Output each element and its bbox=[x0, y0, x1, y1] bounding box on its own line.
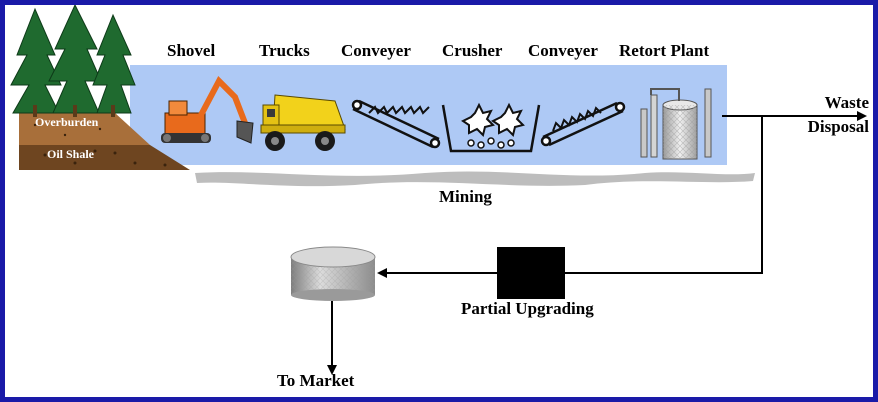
soil-texture bbox=[33, 123, 167, 167]
conveyer-1-icon bbox=[351, 99, 441, 149]
label-oil-shale: Oil Shale bbox=[47, 147, 95, 161]
diagram-graphics bbox=[10, 5, 867, 375]
label-shovel: Shovel bbox=[167, 41, 216, 60]
band-shadow bbox=[195, 171, 755, 187]
label-trucks: Trucks bbox=[259, 41, 310, 60]
waste-arrowhead bbox=[857, 111, 867, 121]
market-arrowhead bbox=[327, 365, 337, 375]
excavator-icon bbox=[161, 76, 254, 144]
overburden-layer bbox=[19, 113, 150, 145]
label-mining: Mining bbox=[439, 187, 492, 206]
partial-upgrading-box bbox=[497, 247, 565, 299]
dump-truck-icon bbox=[260, 94, 346, 151]
tree-icon-group bbox=[10, 5, 136, 117]
label-crusher: Crusher bbox=[442, 41, 503, 60]
conveyer-2-icon bbox=[540, 101, 626, 147]
label-waste-disposal: Waste Disposal bbox=[807, 93, 869, 136]
label-retort-plant: Retort Plant bbox=[619, 41, 710, 60]
crusher-icon bbox=[441, 102, 541, 153]
label-conveyer-1: Conveyer bbox=[341, 41, 411, 60]
label-overburden: Overburden bbox=[35, 115, 99, 129]
storage-tank-icon bbox=[290, 246, 376, 301]
label-to-market: To Market bbox=[277, 371, 355, 390]
process-band bbox=[130, 65, 727, 165]
oil-shale-layer bbox=[19, 145, 190, 170]
tank-arrowhead bbox=[377, 268, 387, 278]
label-partial-upgrading: Partial Upgrading bbox=[461, 299, 594, 318]
retort-plant-icon bbox=[640, 88, 712, 160]
label-conveyer-2: Conveyer bbox=[528, 41, 598, 60]
